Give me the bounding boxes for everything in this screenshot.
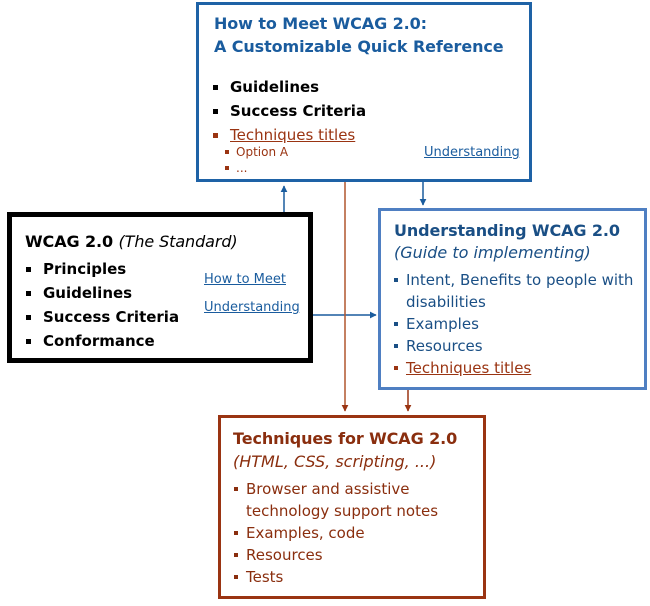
techniques-box: Techniques for WCAG 2.0 (HTML, CSS, scri… [218, 415, 486, 599]
bullet-icon [394, 366, 398, 370]
howto-title: How to Meet WCAG 2.0: A Customizable Qui… [214, 12, 504, 58]
how-to-meet-link[interactable]: How to Meet [204, 272, 286, 287]
list-item: Guidelines [213, 75, 366, 99]
howto-techniques-titles-link[interactable]: Techniques titles [213, 123, 366, 147]
understanding-link[interactable]: Understanding [204, 300, 300, 315]
wcag-title-main: WCAG 2.0 [25, 232, 114, 251]
techniques-subtitle: (HTML, CSS, scripting, ...) [233, 452, 437, 471]
list-item: Resources [234, 544, 479, 566]
techniques-list: Browser and assistive technology support… [234, 478, 479, 588]
list-item-label: Guidelines [43, 284, 133, 302]
list-item: Tests [234, 566, 479, 588]
techniques-titles-label[interactable]: Techniques titles [230, 126, 356, 144]
bullet-icon [213, 85, 218, 90]
sub-list-item-label: ... [236, 161, 248, 175]
howto-list: Guidelines Success Criteria Techniques t… [213, 75, 366, 147]
list-item-label: Guidelines [230, 78, 320, 96]
list-item-label: Success Criteria [43, 308, 180, 326]
sub-list-item-label: Option A [236, 145, 289, 159]
understanding-subtitle: (Guide to implementing) [394, 243, 591, 262]
bullet-icon [234, 531, 238, 535]
bullet-icon [234, 575, 238, 579]
list-item-label: Conformance [43, 332, 155, 350]
list-item: Conformance [26, 329, 179, 353]
list-item-label: Resources [406, 337, 483, 355]
howto-title-line2: A Customizable Quick Reference [214, 37, 504, 56]
list-item: Success Criteria [26, 305, 179, 329]
list-item: Guidelines [26, 281, 179, 305]
list-item-label: Resources [246, 546, 323, 564]
bullet-icon [26, 315, 31, 320]
bullet-icon [394, 278, 398, 282]
bullet-icon [234, 553, 238, 557]
bullet-icon [394, 322, 398, 326]
understanding-box: Understanding WCAG 2.0 (Guide to impleme… [378, 208, 647, 390]
list-item: Intent, Benefits to people with disabili… [394, 269, 639, 313]
list-item-label: Intent, Benefits to people with disabili… [406, 271, 634, 311]
list-item: Success Criteria [213, 99, 366, 123]
understanding-title: Understanding WCAG 2.0 [394, 221, 620, 240]
understanding-list: Intent, Benefits to people with disabili… [394, 269, 639, 379]
list-item-label: Principles [43, 260, 127, 278]
wcag-list: Principles Guidelines Success Criteria C… [26, 257, 179, 353]
howto-title-line1: How to Meet WCAG 2.0: [214, 14, 427, 33]
list-item-label: Success Criteria [230, 102, 367, 120]
list-item: Resources [394, 335, 639, 357]
techniques-title: Techniques for WCAG 2.0 [233, 429, 458, 448]
bullet-icon [394, 344, 398, 348]
wcag-title: WCAG 2.0 (The Standard) [25, 230, 238, 253]
howto-understanding-link[interactable]: Understanding [424, 145, 520, 160]
list-item-label: Browser and assistive technology support… [246, 480, 439, 520]
list-item: Examples, code [234, 522, 479, 544]
list-item-label: Examples, code [246, 524, 365, 542]
sub-list-item: Option A [225, 144, 288, 160]
bullet-icon [26, 267, 31, 272]
bullet-icon [234, 487, 238, 491]
sub-list-item: ... [225, 160, 288, 176]
bullet-icon [225, 166, 229, 170]
understanding-techniques-titles-link[interactable]: Techniques titles [394, 357, 639, 379]
list-item-label: Tests [246, 568, 284, 586]
bullet-icon [26, 339, 31, 344]
list-item-label: Examples [406, 315, 479, 333]
techniques-titles-label[interactable]: Techniques titles [406, 359, 532, 377]
list-item: Browser and assistive technology support… [234, 478, 479, 522]
wcag-standard-box: WCAG 2.0 (The Standard) Principles Guide… [7, 212, 313, 363]
bullet-icon [26, 291, 31, 296]
list-item: Principles [26, 257, 179, 281]
list-item: Examples [394, 313, 639, 335]
howto-quickref-box: How to Meet WCAG 2.0: A Customizable Qui… [196, 2, 532, 182]
wcag-title-italic: (The Standard) [118, 232, 238, 251]
howto-sub-list: Option A ... [225, 144, 288, 176]
bullet-icon [225, 150, 229, 154]
bullet-icon [213, 109, 218, 114]
bullet-icon [213, 133, 218, 138]
